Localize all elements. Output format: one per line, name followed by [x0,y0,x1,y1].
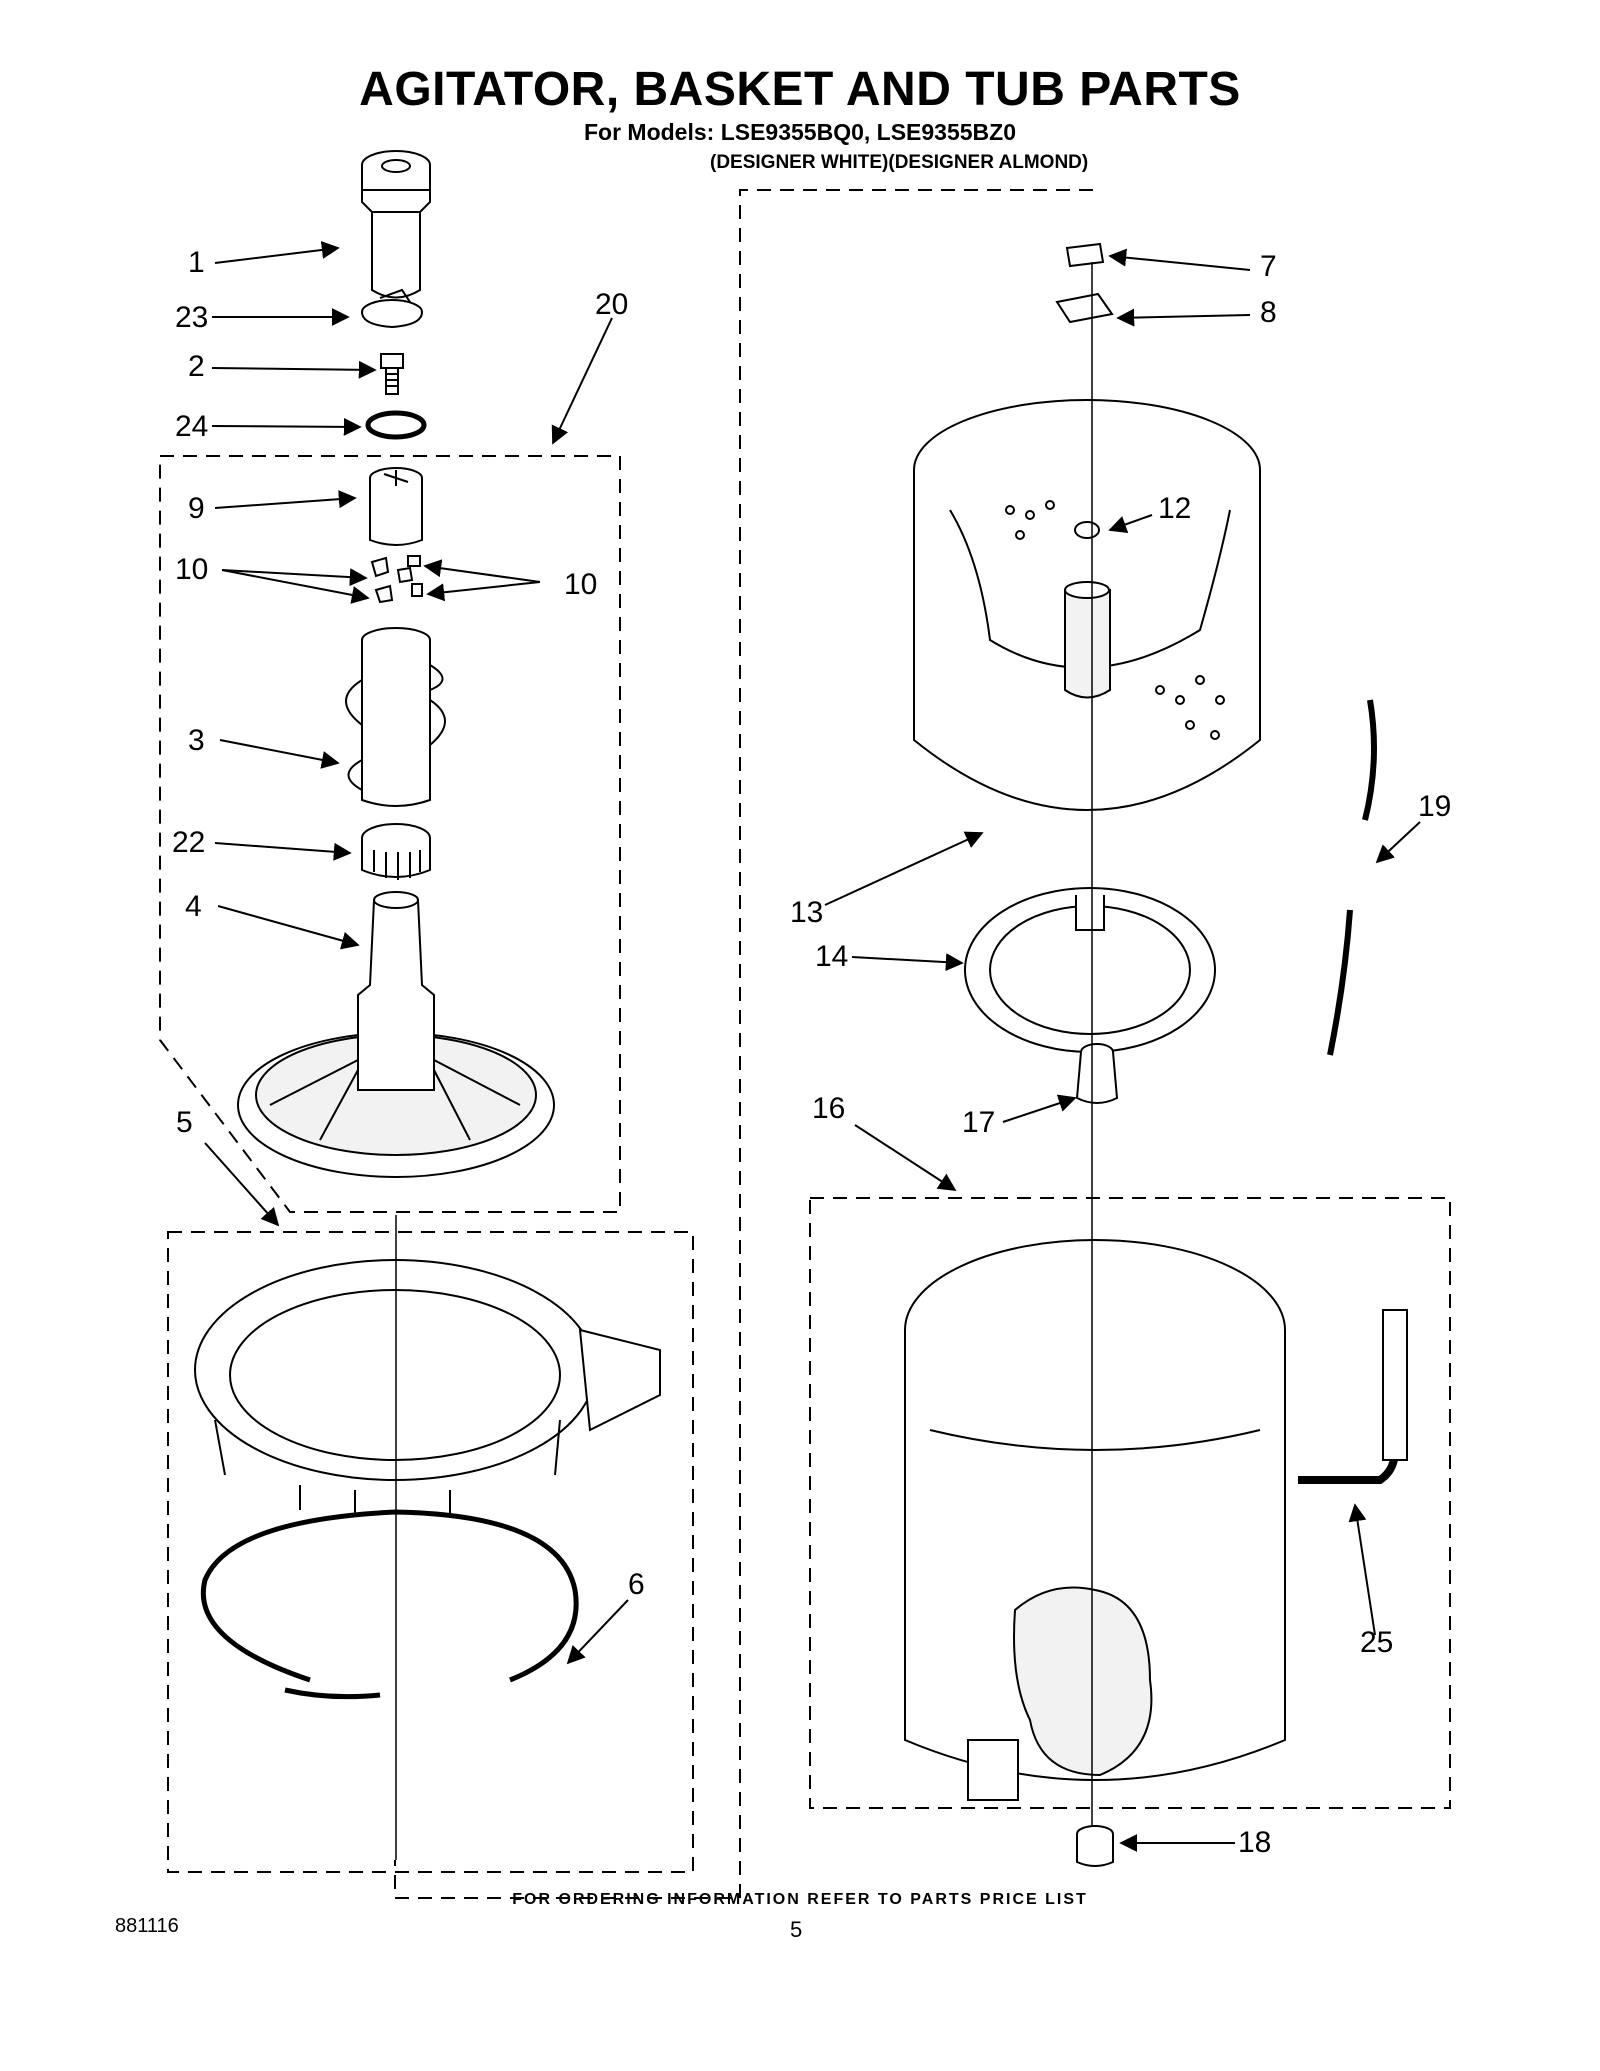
transmission-base-part [237,891,555,1178]
snap-ring-part [200,1509,579,1700]
outer-tub-group-box [809,1197,1451,1809]
seal-ring-part [365,410,427,440]
callout-24: 24 [175,410,209,443]
callout-10-left: 10 [175,553,209,586]
callout-14: 14 [815,940,849,973]
agitator-cap-part [361,150,431,299]
callout-22: 22 [172,826,206,859]
tub-hose-part [1298,1309,1408,1484]
connector-line [394,189,1093,1899]
callout-5: 5 [176,1106,193,1139]
callout-20: 20 [595,288,629,321]
bearing-part [361,823,431,880]
callout-25: 25 [1360,1626,1394,1659]
plug-part [1076,1825,1114,1867]
callout-3: 3 [188,724,205,757]
page-title: AGITATOR, BASKET AND TUB PARTS [359,63,1241,116]
callout-10-right: 10 [564,568,598,601]
basket-part [913,399,1261,811]
tub-ring-group-box [167,1231,694,1873]
cam-part [361,288,423,329]
callout-9: 9 [188,492,205,525]
callout-4: 4 [185,890,202,923]
callout-13: 13 [790,896,824,929]
auger-part [345,627,446,807]
drain-hose-part [1327,699,1377,1056]
model-subtitle: For Models: LSE9355BQ0, LSE9355BZ0 [583,119,1017,145]
callout-7: 7 [1260,250,1277,283]
callout-19: 19 [1418,790,1452,823]
clip-part [1065,242,1105,268]
hub-part [964,887,1216,1053]
outer-tub-part [904,1239,1286,1801]
callout-2: 2 [188,350,205,383]
callout-17: 17 [962,1106,996,1139]
agitator-assembly-group-box [159,455,621,1213]
bearing-adapter-part [1075,1043,1119,1104]
page-number: 5 [790,1917,803,1942]
callout-8: 8 [1260,296,1277,329]
callout-18: 18 [1238,1826,1272,1859]
callout-12: 12 [1158,492,1192,525]
dog-clips-part [370,555,423,604]
callout-6: 6 [628,1568,645,1601]
nut-part [1074,521,1100,539]
color-variants: (DESIGNER WHITE)(DESIGNER ALMOND) [710,152,1089,173]
bolt-part [380,353,404,395]
tub-ring-part [194,1259,661,1515]
cover-part [1055,292,1114,324]
callout-16: 16 [812,1092,846,1125]
document-number: 881116 [115,1915,179,1937]
ordering-note: FOR ORDERING INFORMATION REFER TO PARTS … [512,1891,1088,1908]
callout-1: 1 [188,246,205,279]
callout-leaders [204,241,1421,1852]
callout-23: 23 [175,301,209,334]
dog-driver-part [369,467,423,546]
